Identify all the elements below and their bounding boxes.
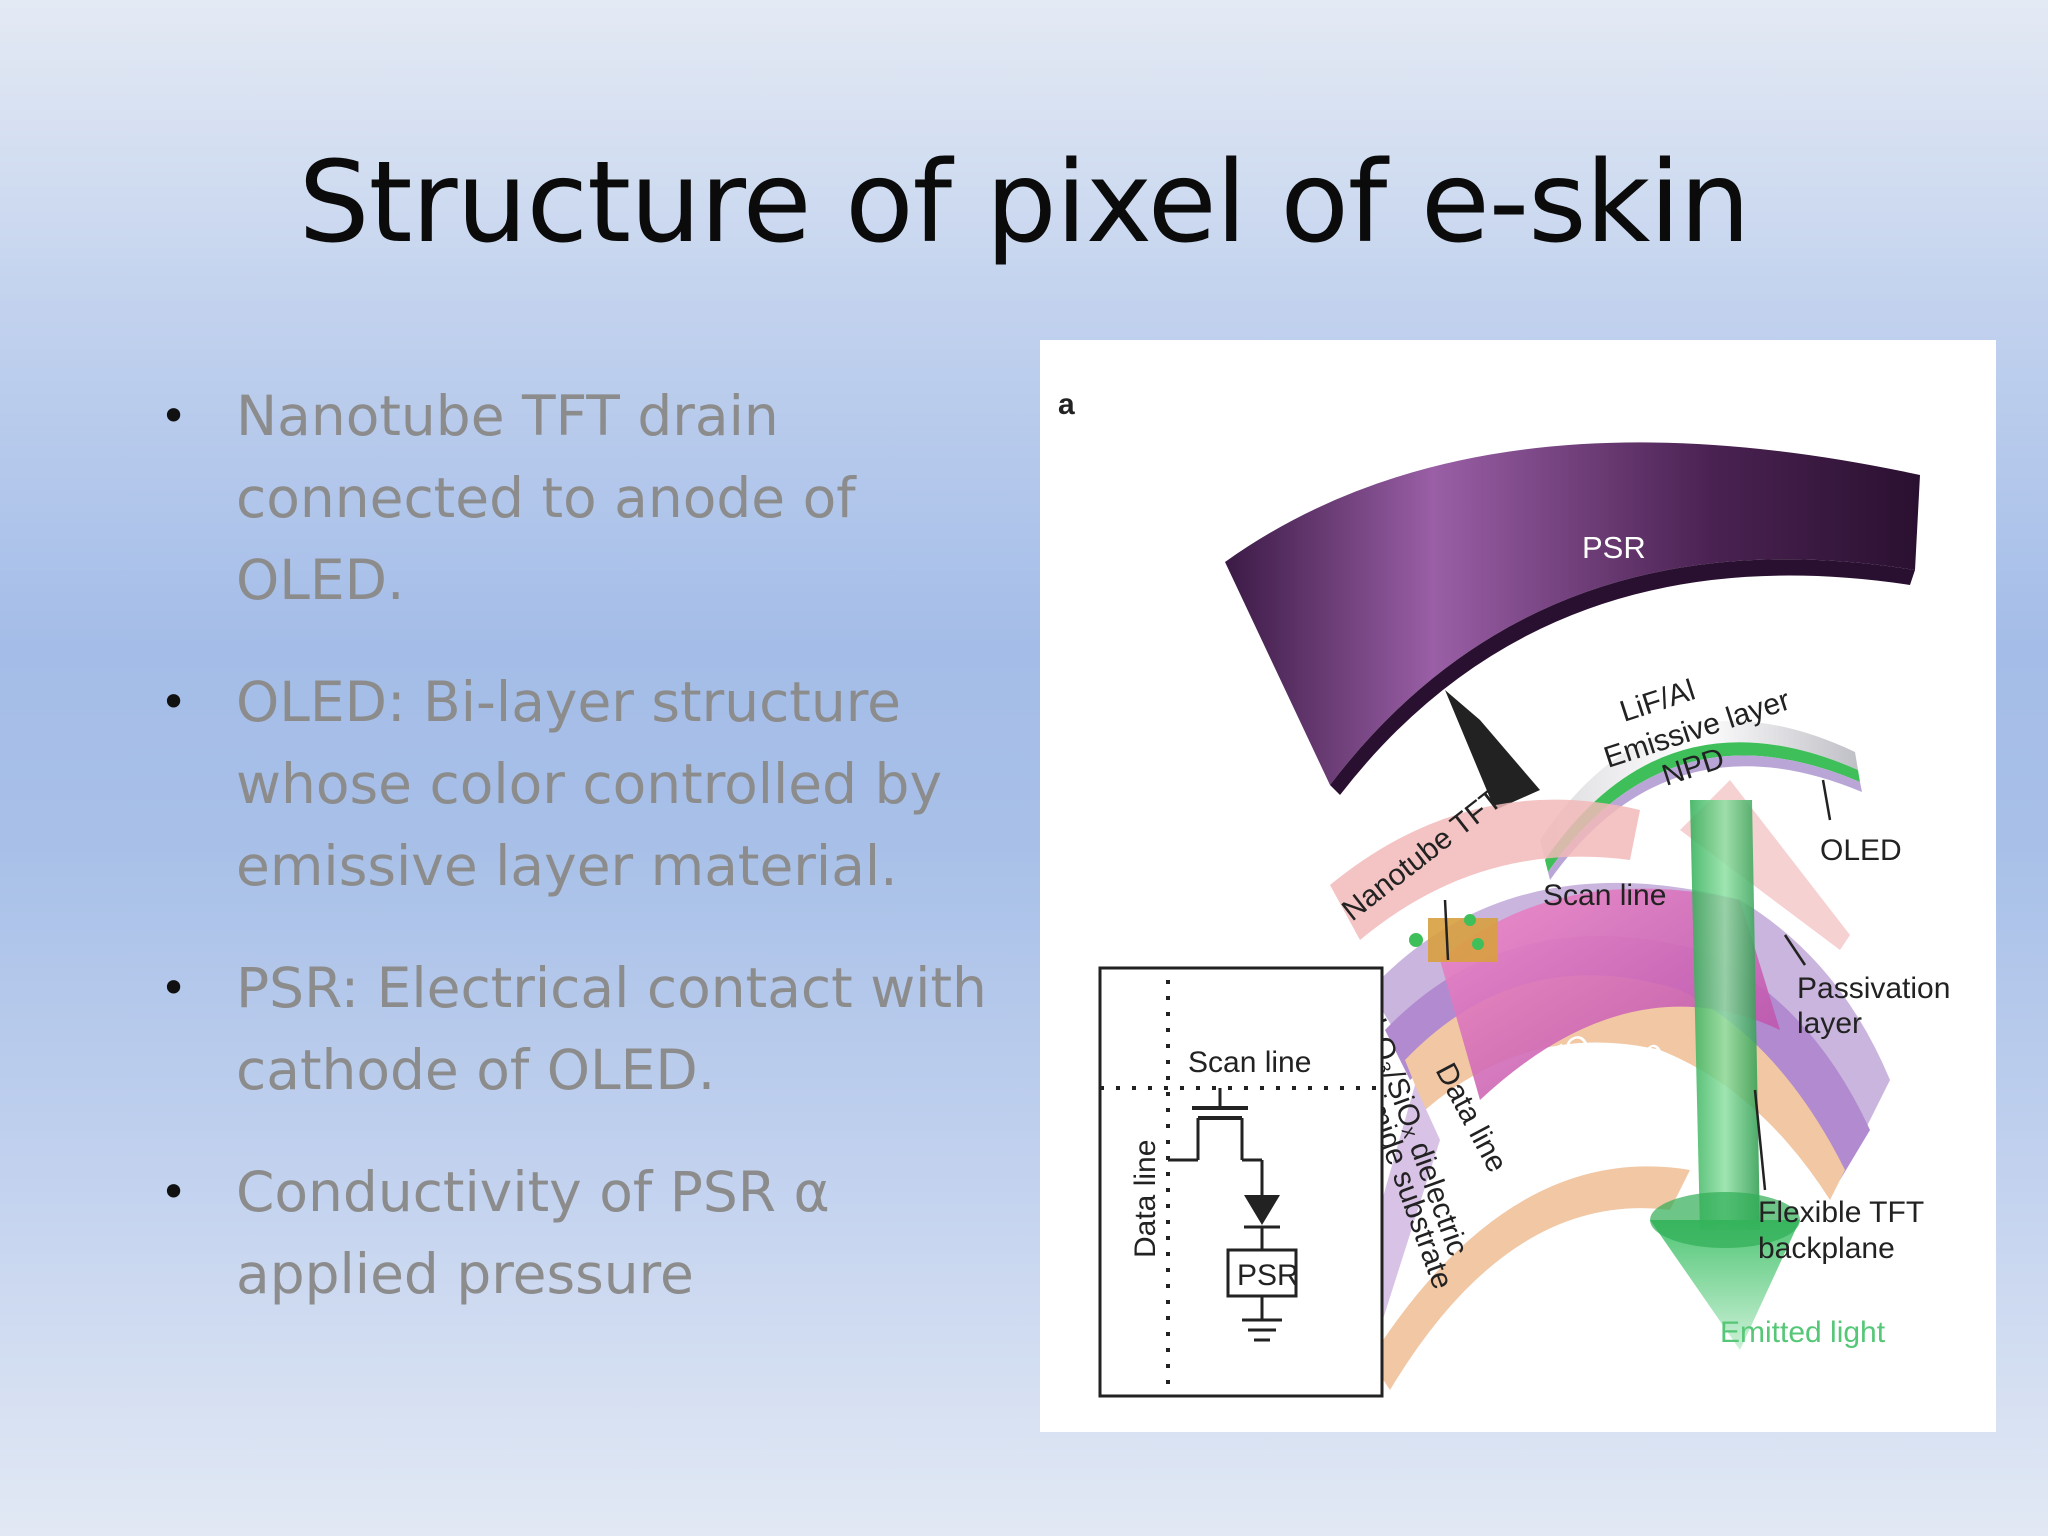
bullet-text: Nanotube TFT drain connected to anode of… <box>236 384 856 612</box>
bullet-text: OLED: Bi-layer structure whose color con… <box>236 670 943 898</box>
bullet-item: • PSR: Electrical contact with cathode of… <box>152 947 1012 1111</box>
bullet-icon: • <box>160 961 188 1015</box>
circuit-psr-label: PSR <box>1237 1259 1299 1292</box>
scan-line-label: Scan line <box>1543 879 1666 912</box>
pixel-structure-figure: a PSR <box>1040 340 1996 1432</box>
bullet-list: • Nanotube TFT drain connected to anode o… <box>152 375 1012 1355</box>
bullet-item: • Nanotube TFT drain connected to anode o… <box>152 375 1012 621</box>
passivation-layer-label: layer <box>1797 1007 1862 1040</box>
passivation-label: Passivation <box>1797 972 1950 1005</box>
panel-letter: a <box>1058 388 1075 421</box>
psr-label: PSR <box>1582 530 1646 565</box>
oled-label: OLED <box>1820 834 1902 867</box>
psr-layer <box>1225 442 1920 810</box>
emitted-light-beam <box>1650 800 1800 1350</box>
leader-lines <box>1443 779 1832 1191</box>
oled-stack <box>1540 720 1862 880</box>
bullet-text: PSR: Electrical contact with cathode of … <box>236 956 987 1102</box>
circuit-data-line-label: Data line <box>1129 1140 1162 1258</box>
bullet-icon: • <box>160 389 188 443</box>
backplane-label: backplane <box>1758 1232 1895 1265</box>
pixel-structure-diagram: a PSR <box>1058 388 1950 1398</box>
bullet-text: Conductivity of PSR α applied pressure <box>236 1160 830 1306</box>
slide-title: Structure of pixel of e-skin <box>298 138 1750 268</box>
circuit-scan-line-label: Scan line <box>1188 1046 1311 1079</box>
bullet-item: • OLED: Bi-layer structure whose color co… <box>152 661 1012 907</box>
bullet-icon: • <box>160 1165 188 1219</box>
bullet-item: • Conductivity of PSR α applied pressure <box>152 1151 1012 1315</box>
flexible-tft-label: Flexible TFT <box>1758 1196 1924 1229</box>
bullet-icon: • <box>160 675 188 729</box>
emitted-light-label: Emitted light <box>1720 1316 1886 1349</box>
circuit-schematic <box>1098 966 1384 1398</box>
